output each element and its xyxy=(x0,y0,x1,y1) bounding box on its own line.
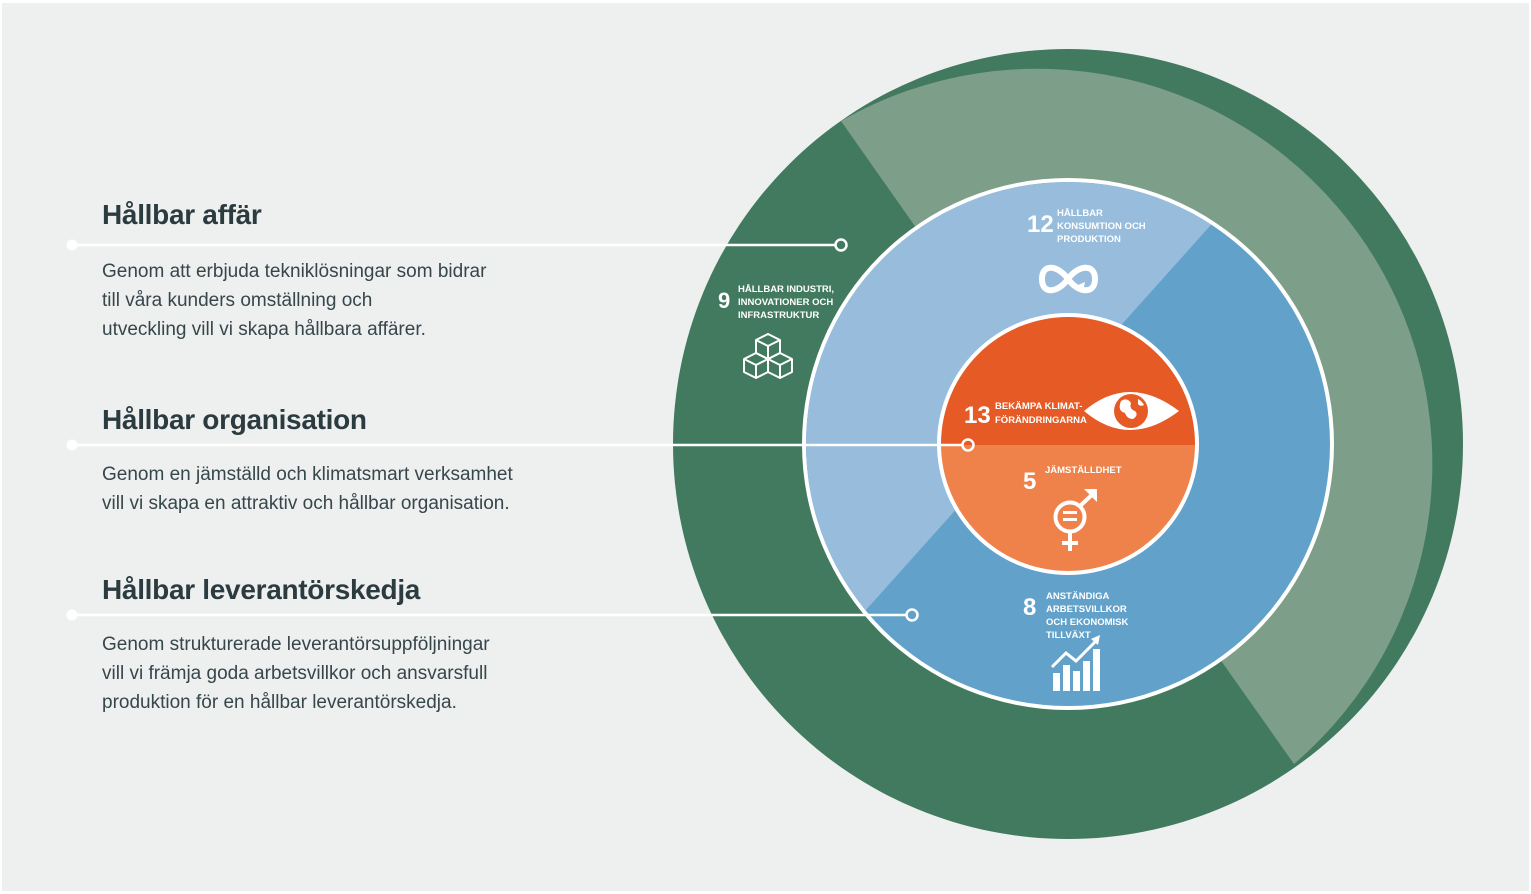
connector-end-ring xyxy=(961,438,975,452)
goal-9: 9 HÅLLBAR INDUSTRI, INNOVATIONER OCH INF… xyxy=(718,284,834,379)
goal-12-label-line: HÅLLBAR xyxy=(1057,208,1103,219)
body-line: Genom strukturerade leverantörsuppföljni… xyxy=(102,634,490,655)
connector-dot xyxy=(66,609,78,621)
goal-13: 13 BEKÄMPA KLIMAT- FÖRÄNDRINGARNA xyxy=(964,392,1179,430)
connector-end-ring xyxy=(905,608,919,622)
goal-9-number: 9 xyxy=(718,288,730,313)
goal-8-label-line: ARBETSVILLKOR xyxy=(1046,604,1127,615)
body-line: till våra kunders omställning och xyxy=(102,290,373,311)
diagram-canvas: 9 HÅLLBAR INDUSTRI, INNOVATIONER OCH INF… xyxy=(2,3,1529,891)
goal-5-number: 5 xyxy=(1023,468,1036,495)
body-line: Genom en jämställd och klimatsmart verks… xyxy=(102,464,513,485)
body-line: vill vi skapa en attraktiv och hållbar o… xyxy=(102,493,510,514)
section-body-hallbar-leverantorskedja: Genom strukturerade leverantörsuppföljni… xyxy=(102,630,622,717)
section-body-hallbar-affar: Genom att erbjuda tekniklösningar som bi… xyxy=(102,257,622,344)
goal-9-label-line: INFRASTRUKTUR xyxy=(738,310,819,321)
goal-5-label-line: JÄMSTÄLLDHET xyxy=(1045,465,1122,476)
body-line: Genom att erbjuda tekniklösningar som bi… xyxy=(102,261,487,282)
goal-8-label-line: ANSTÄNDIGA xyxy=(1046,591,1109,602)
goal-9-label-line: HÅLLBAR INDUSTRI, xyxy=(738,284,834,295)
body-line: produktion för en hållbar leverantörsked… xyxy=(102,692,457,713)
connectors xyxy=(72,243,962,617)
eye-globe-icon xyxy=(1084,392,1179,430)
infinity-icon xyxy=(1039,264,1098,294)
goal-13-number: 13 xyxy=(964,402,991,429)
goal-12-label-line: PRODUKTION xyxy=(1057,234,1121,245)
goal-9-label-line: INNOVATIONER OCH xyxy=(738,297,833,308)
cubes-icon xyxy=(743,333,793,379)
goal-8-label-line: TILLVÄXT xyxy=(1046,630,1091,641)
connector-end-rings xyxy=(834,238,975,622)
connector-end-ring xyxy=(834,238,848,252)
goal-12-label-line: KONSUMTION OCH xyxy=(1057,221,1146,232)
goal-8-label-line: OCH EKONOMISK xyxy=(1046,617,1128,628)
section-heading-hallbar-organisation: Hållbar organisation xyxy=(102,404,367,435)
middle-ring-light-half xyxy=(806,182,1330,706)
section-heading-hallbar-affar: Hållbar affär xyxy=(102,199,262,230)
goal-5: 5 JÄMSTÄLLDHET xyxy=(1023,465,1122,551)
growth-chart-icon xyxy=(1050,635,1100,691)
goal-12: 12 HÅLLBAR KONSUMTION OCH PRODUKTION xyxy=(1027,208,1146,294)
body-line: utveckling vill vi skapa hållbara affäre… xyxy=(102,319,426,340)
goal-13-label-line: FÖRÄNDRINGARNA xyxy=(995,415,1087,426)
goal-12-number: 12 xyxy=(1027,211,1054,238)
goal-8: 8 ANSTÄNDIGA ARBETSVILLKOR OCH EKONOMISK… xyxy=(1023,591,1128,691)
gender-equality-icon xyxy=(1053,489,1097,551)
section-body-hallbar-organisation: Genom en jämställd och klimatsmart verks… xyxy=(102,460,622,518)
body-line: vill vi främja goda arbetsvillkor och an… xyxy=(102,663,488,684)
goal-8-number: 8 xyxy=(1023,594,1036,621)
section-heading-hallbar-leverantorskedja: Hållbar leverantörskedja xyxy=(102,574,421,605)
connector-dot xyxy=(66,439,78,451)
connector-start-dots xyxy=(66,239,78,621)
connector-dot xyxy=(66,239,78,251)
goal-13-label-line: BEKÄMPA KLIMAT- xyxy=(995,401,1082,412)
sustainability-ring-diagram: 9 HÅLLBAR INDUSTRI, INNOVATIONER OCH INF… xyxy=(66,49,1463,839)
